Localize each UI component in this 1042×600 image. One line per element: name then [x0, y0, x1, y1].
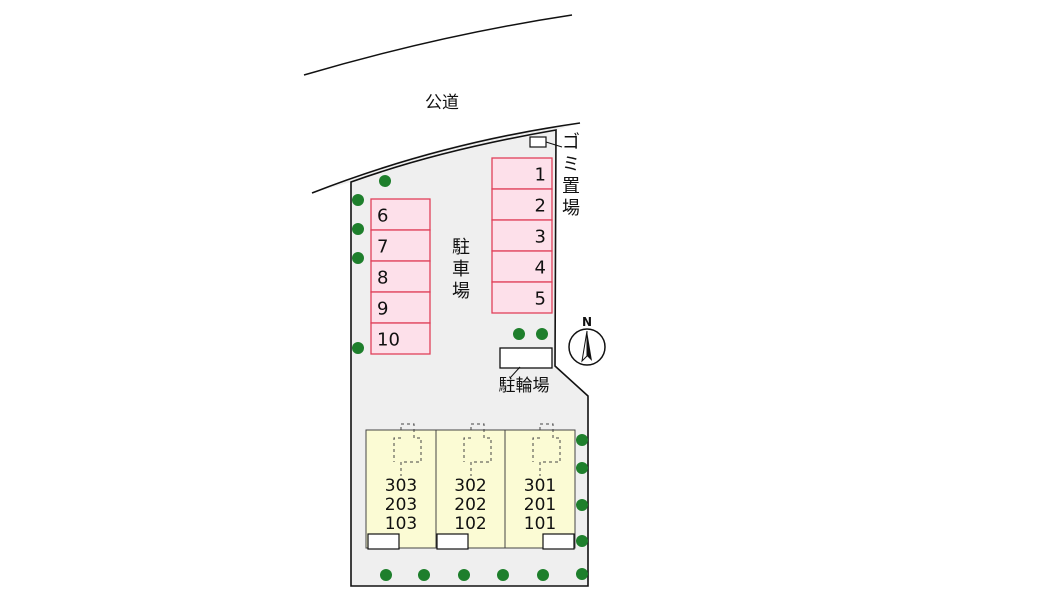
tree-icon	[352, 252, 364, 264]
unit-number: 103	[385, 514, 417, 534]
parking-label: 駐車場	[452, 237, 470, 302]
garbage-label-char: 置	[562, 176, 580, 197]
parking-stall-number: 5	[535, 289, 546, 310]
garbage-label-char: 場	[562, 198, 580, 219]
unit-number: 203	[385, 495, 417, 515]
road-lower-edge	[311, 122, 581, 194]
tree-icon	[352, 342, 364, 354]
unit-number: 102	[454, 514, 486, 534]
tree-icon	[352, 194, 364, 206]
unit-number: 101	[524, 514, 556, 534]
parking-stall	[491, 157, 553, 190]
garbage-box	[529, 136, 547, 148]
parking-stall-number: 1	[535, 165, 546, 186]
trees	[352, 175, 588, 581]
parking-stall	[491, 188, 553, 221]
unit-number: 201	[524, 495, 556, 515]
tree-icon	[513, 328, 525, 340]
unit-number: 301	[524, 476, 556, 496]
bicycle-leader	[509, 366, 521, 379]
parking-stall-number: 6	[377, 206, 388, 227]
compass: N	[568, 315, 606, 366]
tree-icon	[576, 535, 588, 547]
road-upper-edge	[303, 14, 573, 76]
parking-stall	[370, 291, 431, 324]
garbage-label-char: ゴ	[562, 132, 580, 153]
entry-outline	[393, 423, 422, 476]
compass-label: N	[582, 315, 592, 329]
entry-outline	[463, 423, 492, 476]
bicycle-parking-label: 駐輪場	[499, 376, 550, 396]
tree-icon	[576, 462, 588, 474]
parking-label-char: 場	[452, 281, 470, 302]
tree-icon	[536, 328, 548, 340]
unit-number: 303	[385, 476, 417, 496]
utility-box	[367, 533, 400, 550]
parking-stall-number: 7	[377, 237, 388, 258]
tree-icon	[379, 175, 391, 187]
tree-icon	[458, 569, 470, 581]
lot-outline	[350, 129, 589, 587]
right-parking-stalls: 1 2 3 4 5	[491, 157, 553, 314]
parking-stall-number: 3	[535, 227, 546, 248]
parking-stall-number: 4	[535, 258, 546, 279]
tree-icon	[576, 499, 588, 511]
tree-icon	[418, 569, 430, 581]
parking-stall	[491, 281, 553, 314]
parking-stall	[370, 260, 431, 293]
parking-stall-number: 2	[535, 196, 546, 217]
parking-label-char: 車	[452, 259, 470, 280]
road-label: 公道	[425, 93, 459, 113]
parking-stall-number: 8	[377, 268, 388, 289]
unit-number: 302	[454, 476, 486, 496]
garbage-label-char: ミ	[562, 154, 580, 175]
tree-icon	[352, 223, 364, 235]
apartment-unit-block	[365, 429, 437, 549]
utility-box	[436, 533, 469, 550]
tree-icon	[576, 568, 588, 580]
parking-stall-number: 10	[377, 330, 400, 351]
apartment-unit-block	[435, 429, 506, 549]
tree-icon	[537, 569, 549, 581]
tree-icon	[497, 569, 509, 581]
left-parking-stalls: 6 7 8 9 10	[370, 198, 431, 355]
tree-icon	[576, 434, 588, 446]
entry-outline	[532, 423, 561, 476]
utility-box	[542, 533, 575, 550]
parking-stall-number: 9	[377, 299, 388, 320]
parking-stall	[370, 322, 431, 355]
parking-label-char: 駐	[452, 237, 470, 258]
tree-icon	[380, 569, 392, 581]
bicycle-parking-box	[499, 347, 553, 369]
garbage-leader	[545, 141, 563, 148]
unit-number: 202	[454, 495, 486, 515]
